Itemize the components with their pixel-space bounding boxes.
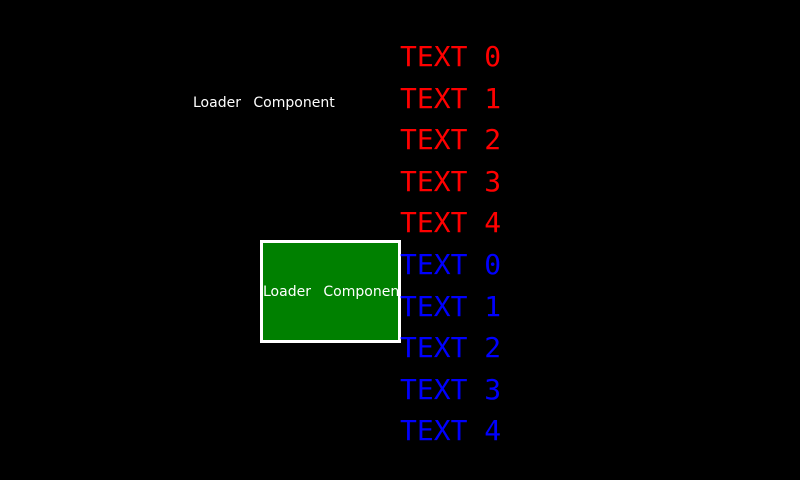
loader-component-box[interactable]: Loader Component [260,240,401,343]
blue-list-item-4[interactable]: TEXT 4 [400,414,502,448]
red-list-item-0[interactable]: TEXT 0 [400,40,502,73]
red-list-item-1[interactable]: TEXT 1 [400,81,502,115]
loader-component-box-label: Loader Component [263,283,401,300]
blue-list-item-2[interactable]: TEXT 2 [400,331,502,365]
red-list-item-4[interactable]: TEXT 4 [400,206,502,240]
blue-list-item-3[interactable]: TEXT 3 [400,372,502,406]
blue-list-item-0[interactable]: TEXT 0 [400,247,502,281]
blue-list-item-1[interactable]: TEXT 1 [400,289,502,323]
loader-component-label: Loader Component [193,95,335,111]
red-list-item-2[interactable]: TEXT 2 [400,123,502,157]
red-list-item-3[interactable]: TEXT 3 [400,164,502,198]
text-list: TEXT 0 TEXT 1 TEXT 2 TEXT 3 TEXT 4 TEXT … [400,36,501,452]
